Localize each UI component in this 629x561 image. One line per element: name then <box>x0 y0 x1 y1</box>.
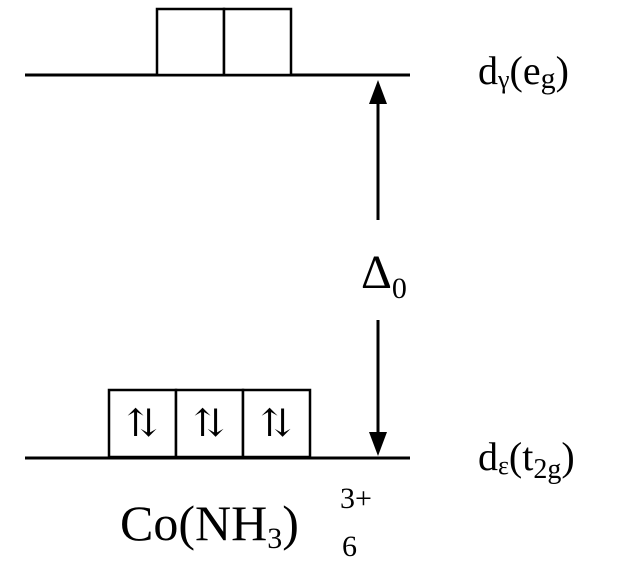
complex-charge: 3+ <box>340 482 372 515</box>
complex-ligand-sub: 3 <box>267 522 282 555</box>
t2g-orbital-box-3 <box>241 388 312 459</box>
eg-orbital-box-2 <box>222 7 293 77</box>
complex-count: 6 <box>342 530 357 561</box>
complex-metal: Co <box>120 495 178 551</box>
gap-symbol: Δ <box>361 246 392 299</box>
electron-pair-1: ⇅ <box>126 403 158 445</box>
t2g-paren-sub: 2g <box>533 454 561 485</box>
t2g-level-label: dε(t2g) <box>478 434 575 485</box>
eg-symbol: d <box>478 48 498 93</box>
t2g-paren-main: t <box>522 434 533 479</box>
eg-orbital-box-1 <box>155 7 226 77</box>
electron-pair-3: ⇅ <box>260 403 292 445</box>
complex-ligand: NH <box>195 495 267 551</box>
t2g-symbol-sub: ε <box>498 451 509 480</box>
gap-arrow-head-up <box>369 80 387 104</box>
electron-pair-2: ⇅ <box>193 403 225 445</box>
eg-level-label: dγ(eg) <box>478 48 569 95</box>
gap-label: Δ0 <box>361 246 407 305</box>
gap-subscript: 0 <box>392 272 407 305</box>
t2g-symbol: d <box>478 434 498 479</box>
eg-paren-main: e <box>523 48 541 93</box>
complex-formula: Co(NH3) <box>120 495 299 555</box>
eg-paren-sub: g <box>541 62 556 95</box>
gap-arrow-head-down <box>369 432 387 456</box>
eg-symbol-sub: γ <box>497 65 510 94</box>
